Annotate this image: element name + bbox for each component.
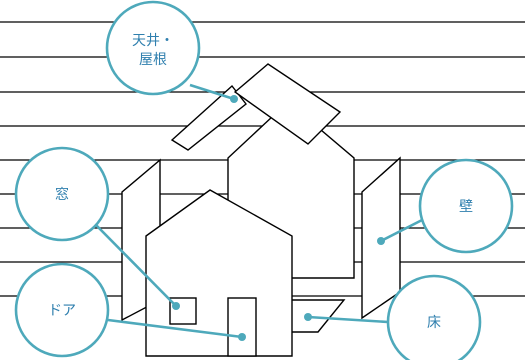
leader-dot-wall (377, 237, 385, 245)
leader-dot-ceiling-roof (230, 95, 238, 103)
bubble-floor (386, 274, 482, 360)
leader-window (95, 224, 177, 307)
bubble-window (14, 146, 110, 242)
roof-front-panel (233, 63, 342, 145)
leader-ceiling-roof (189, 83, 235, 101)
door (227, 297, 257, 357)
leader-dot-window (172, 302, 180, 310)
label-floor-text: 床 (427, 315, 441, 331)
label-door-text: ドア (48, 303, 76, 319)
leader-floor (307, 315, 389, 324)
leader-wall (380, 216, 427, 243)
label-window: 窓 (14, 146, 110, 242)
label-wall-text: 壁 (459, 199, 473, 215)
label-window-text: 窓 (55, 186, 69, 203)
label-door: ドア (14, 262, 110, 358)
leader-lines (95, 83, 427, 341)
bubble-ceiling-roof (105, 0, 201, 96)
label-floor: 床 (386, 274, 482, 360)
label-ceiling-roof: 天井・ 屋根 (105, 0, 201, 96)
roof-back-panel (170, 84, 247, 151)
bubble-door (14, 262, 110, 358)
leader-dot-door (238, 333, 246, 341)
label-ceiling-roof-line1: 天井・ (132, 33, 174, 49)
label-wall: 壁 (418, 158, 514, 254)
window (169, 297, 197, 325)
label-ceiling-roof-line2: 屋根 (139, 52, 167, 68)
house-parts (121, 63, 401, 357)
bubble-wall (418, 158, 514, 254)
leader-door (107, 318, 243, 339)
leader-dot-floor (304, 313, 312, 321)
